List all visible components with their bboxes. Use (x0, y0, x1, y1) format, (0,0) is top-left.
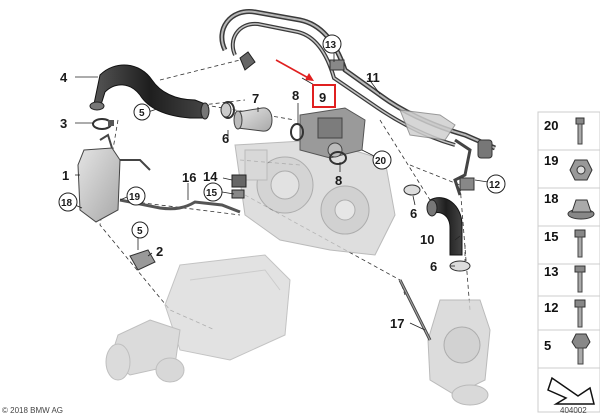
charge-air-hose (89, 64, 210, 120)
callout-19-circle (126, 186, 146, 206)
callout-6c[interactable]: 6 (430, 259, 437, 274)
callout-18-circle (58, 192, 78, 212)
highlight-marker (275, 59, 336, 108)
bolt-icon (574, 299, 586, 328)
callout-5b[interactable]: 5 (137, 226, 143, 237)
callout-9[interactable]: 9 (319, 90, 326, 105)
direction-arrow-icon (547, 376, 595, 405)
mounting-bracket (129, 249, 156, 271)
panel-label-5[interactable]: 5 (544, 338, 551, 353)
callout-13-circle (322, 34, 342, 54)
bolt-icon (571, 333, 591, 365)
callouts: 4 3 1 5 6 7 8 9 13 11 20 8 6 12 10 6 16 … (58, 34, 506, 331)
callout-2[interactable]: 2 (156, 244, 163, 259)
callout-13[interactable]: 13 (325, 40, 337, 51)
callout-5a[interactable]: 5 (139, 108, 145, 119)
callout-3[interactable]: 3 (60, 116, 67, 131)
panel-label-18[interactable]: 18 (544, 191, 558, 206)
particulate-filter (105, 254, 291, 383)
nut-icon (569, 159, 593, 181)
callout-14[interactable]: 14 (203, 169, 218, 184)
bolt-icon (575, 117, 585, 145)
callout-20[interactable]: 20 (375, 156, 387, 167)
panel-label-15[interactable]: 15 (544, 229, 558, 244)
line-pipes (219, 9, 496, 196)
hose-clamp (92, 118, 114, 130)
callout-15[interactable]: 15 (206, 188, 218, 199)
vacuum-line (119, 174, 247, 214)
oil-return-line (398, 279, 432, 341)
bolt-icon (574, 265, 586, 293)
panel-label-19[interactable]: 19 (544, 153, 558, 168)
callout-19[interactable]: 19 (129, 192, 141, 203)
panel-label-12[interactable]: 12 (544, 300, 558, 315)
bracket-bolt (239, 51, 345, 71)
callout-12-circle (486, 174, 506, 194)
lower-turbo (427, 299, 491, 406)
panel-label-13[interactable]: 13 (544, 264, 558, 279)
callout-20-circle (372, 150, 392, 170)
callout-8b[interactable]: 8 (335, 173, 342, 188)
callout-8a[interactable]: 8 (292, 88, 299, 103)
callout-18[interactable]: 18 (61, 198, 73, 209)
gaskets (290, 123, 347, 165)
return-hose (426, 197, 463, 256)
callout-4[interactable]: 4 (60, 70, 68, 85)
callout-12[interactable]: 12 (489, 180, 501, 191)
diagram-id-text: 404002 (560, 406, 587, 415)
small-parts-panel: 20 19 18 15 13 12 5 (537, 111, 600, 413)
flange-nut-icon (567, 199, 595, 220)
connecting-pipe (221, 101, 273, 132)
callout-5a-circle (133, 103, 151, 121)
copyright-text: © 2018 BMW AG (2, 406, 63, 415)
callout-10[interactable]: 10 (420, 232, 434, 247)
callout-7[interactable]: 7 (252, 91, 259, 106)
callout-17[interactable]: 17 (390, 316, 404, 331)
turbocharger-assembly (234, 139, 396, 256)
callout-5b-circle (131, 221, 149, 239)
sealing-washers (220, 102, 471, 272)
callout-1[interactable]: 1 (62, 168, 69, 183)
callout-6b[interactable]: 6 (410, 206, 417, 221)
expansion-tank (77, 133, 151, 223)
callout-15-circle (203, 182, 223, 202)
panel-label-20[interactable]: 20 (544, 118, 558, 133)
egr-valve (299, 107, 366, 159)
callout-11[interactable]: 11 (366, 70, 380, 85)
callout-6a[interactable]: 6 (222, 131, 229, 146)
bolt-icon (574, 229, 586, 258)
callout-16[interactable]: 16 (182, 170, 196, 185)
